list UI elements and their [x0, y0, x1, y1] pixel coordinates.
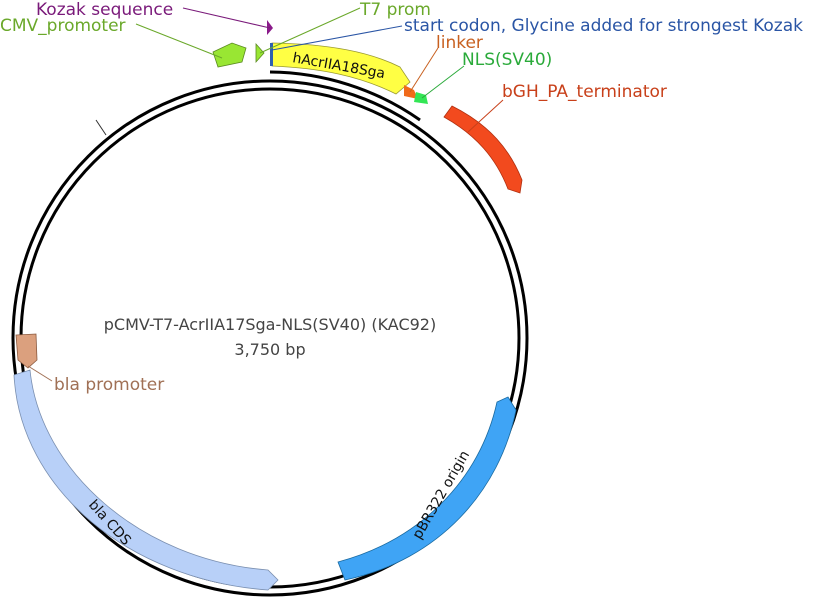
plasmid-name: pCMV-T7-AcrIIA17Sga-NLS(SV40) (KAC92) — [104, 315, 436, 334]
label-linker: linker — [436, 33, 483, 53]
feature-pbr322-origin — [337, 396, 517, 581]
feature-track-arc — [269, 70, 421, 122]
leader-cmv — [135, 23, 223, 59]
label-t7-promoter: T7 prom — [359, 0, 431, 20]
feature-start-codon — [270, 43, 273, 66]
leader-linker — [409, 47, 439, 93]
leader-bgh — [467, 99, 504, 133]
leader-bla-promoter — [27, 365, 53, 382]
feature-hacriia18sga — [271, 42, 411, 95]
feature-cmv-promoter — [212, 42, 247, 68]
feature-bla-promoter — [15, 333, 38, 369]
label-cmv-promoter: CMV_promoter — [0, 16, 126, 36]
label-nls: NLS(SV40) — [462, 50, 552, 70]
label-kozak: Kozak sequence — [36, 0, 173, 20]
feature-nls — [414, 92, 428, 104]
feature-linker — [404, 85, 418, 99]
label-bla-promoter: bla promoter — [54, 375, 164, 395]
label-start-codon: start codon, Glycine added for strongest… — [404, 16, 803, 36]
leader-t7 — [259, 7, 361, 54]
origin-tick — [95, 119, 107, 136]
leader-kozak — [182, 7, 271, 29]
leader-nls — [421, 65, 465, 99]
leader-start — [271, 25, 403, 51]
feature-bla-cds — [13, 369, 279, 591]
backbone-outer — [11, 79, 529, 597]
label-bgh-terminator: bGH_PA_terminator — [502, 82, 667, 102]
plasmid-length: 3,750 bp — [234, 340, 305, 359]
feature-bgh-terminator — [443, 105, 523, 194]
